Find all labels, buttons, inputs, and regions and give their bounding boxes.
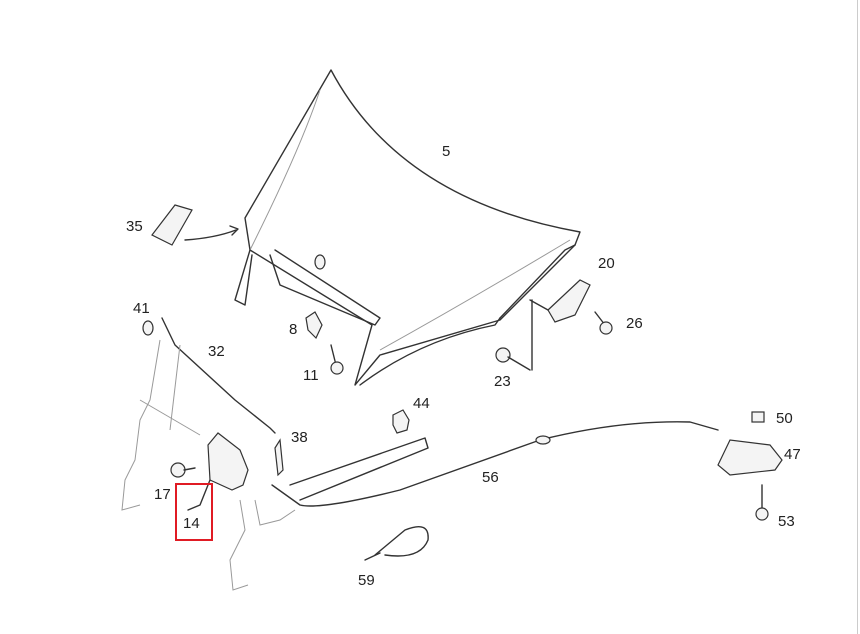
label-59: 59: [358, 572, 375, 589]
hood-lock[interactable]: [207, 432, 249, 491]
label-47: 47: [784, 446, 801, 463]
label-14: 14: [183, 515, 200, 532]
label-32: 32: [208, 343, 225, 360]
label-56: 56: [482, 469, 499, 486]
hood-part-35[interactable]: [151, 204, 239, 246]
label-8: 8: [289, 321, 298, 338]
hood-part-50[interactable]: [751, 411, 765, 423]
hood-part-17[interactable]: [170, 462, 196, 478]
label-38: 38: [291, 429, 308, 446]
label-41: 41: [133, 300, 150, 317]
label-26: 26: [626, 315, 643, 332]
highlight-box: [175, 483, 213, 541]
hood-part-56[interactable]: [271, 421, 719, 507]
hood-part-20[interactable]: [529, 279, 591, 371]
hood-part-53[interactable]: [755, 484, 769, 521]
hood-part-41[interactable]: [142, 320, 154, 336]
front-structure: [121, 339, 296, 591]
right-border: [857, 0, 858, 634]
hood-part-14[interactable]: [187, 479, 211, 511]
hood-part-11[interactable]: [330, 344, 344, 375]
label-23: 23: [494, 373, 511, 390]
label-5: 5: [442, 143, 451, 160]
label-44: 44: [413, 395, 430, 412]
hood-part-26[interactable]: [594, 311, 613, 335]
hood-part-8[interactable]: [305, 311, 323, 340]
hood-part-5[interactable]: [234, 69, 581, 386]
hood-part-23[interactable]: [495, 347, 531, 371]
hood-part-44[interactable]: [392, 409, 410, 434]
hood-part-38[interactable]: [274, 438, 284, 477]
hood-part-47[interactable]: [717, 439, 783, 476]
label-11: 11: [303, 367, 319, 384]
label-53: 53: [778, 513, 795, 530]
hood-part-32[interactable]: [161, 317, 276, 434]
label-35: 35: [126, 218, 143, 235]
hood-part-59[interactable]: [364, 526, 429, 561]
label-50: 50: [776, 410, 793, 427]
label-20: 20: [598, 255, 615, 272]
label-17: 17: [154, 486, 171, 503]
